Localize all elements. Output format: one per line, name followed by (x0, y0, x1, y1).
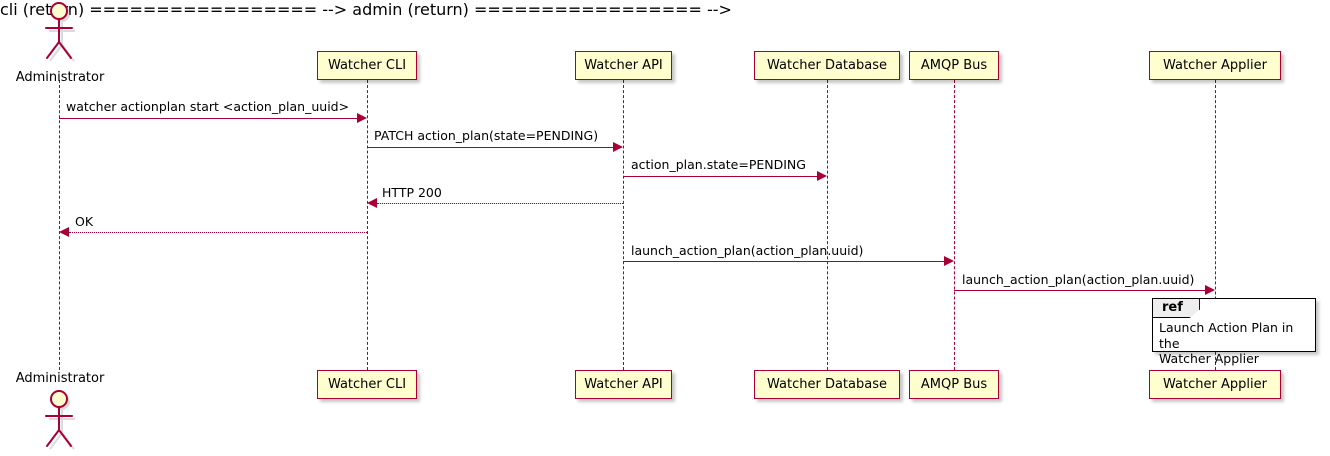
participant-watcher-cli-top[interactable]: Watcher CLI (317, 51, 417, 80)
arrowhead-right-m1 (357, 113, 367, 123)
participant-watcher-database-top[interactable]: Watcher Database (754, 51, 900, 80)
lifeline-watcher-api (623, 80, 624, 370)
participant-watcher-api-top[interactable]: Watcher API (575, 51, 672, 80)
ref-fragment-text: Launch Action Plan in the Watcher Applie… (1159, 320, 1294, 367)
message-line-launch-action-plan-amqp-applier (954, 290, 1205, 291)
participant-watcher-applier-top[interactable]: Watcher Applier (1149, 51, 1281, 80)
arrowhead-right-m2 (613, 142, 623, 152)
message-label-watcher-actionplan-start: watcher actionplan start <action_plan_uu… (66, 99, 350, 114)
message-label-launch-action-plan-api-amqp: launch_action_plan(action_plan.uuid) (631, 243, 864, 258)
participant-watcher-applier-bottom[interactable]: Watcher Applier (1149, 370, 1281, 399)
lifeline-watcher-database (827, 80, 828, 370)
message-label-action-plan-state-pending: action_plan.state=PENDING (631, 157, 806, 172)
arrowhead-right-m3 (817, 171, 827, 181)
lifeline-watcher-cli (367, 80, 368, 370)
lifeline-administrator (59, 80, 60, 370)
lifeline-amqp-bus (954, 80, 955, 370)
message-line-ok (69, 232, 367, 233)
ref-fragment[interactable]: ref Launch Action Plan in the Watcher Ap… (1152, 298, 1316, 366)
message-line-watcher-actionplan-start (59, 118, 357, 119)
actor-label-administrator-top: Administrator (15, 70, 105, 85)
participant-amqp-bus-bottom[interactable]: AMQP Bus (909, 370, 999, 399)
arrowhead-left-m4 (367, 198, 377, 208)
lifeline-watcher-applier (1215, 80, 1216, 370)
participant-watcher-api-bottom[interactable]: Watcher API (575, 370, 672, 399)
actor-administrator-bottom (45, 390, 75, 450)
participant-watcher-database-bottom[interactable]: Watcher Database (754, 370, 900, 399)
message-label-ok: OK (75, 214, 94, 229)
actor-administrator-top (45, 2, 75, 62)
message-line-launch-action-plan-api-amqp (623, 261, 944, 262)
arrowhead-right-m6 (944, 256, 954, 266)
arrowhead-left-m5 (59, 227, 69, 237)
actor-label-administrator-bottom: Administrator (15, 371, 105, 386)
message-line-patch-action-plan (367, 147, 613, 148)
message-label-http-200: HTTP 200 (382, 185, 442, 200)
participant-amqp-bus-top[interactable]: AMQP Bus (909, 51, 999, 80)
message-label-patch-action-plan: PATCH action_plan(state=PENDING) (374, 128, 599, 143)
message-line-http-200 (377, 203, 623, 204)
ref-fragment-tab-label: ref (1153, 299, 1200, 318)
participant-watcher-cli-bottom[interactable]: Watcher CLI (317, 370, 417, 399)
message-line-action-plan-state-pending (623, 176, 817, 177)
arrowhead-right-m7 (1205, 285, 1215, 295)
message-label-launch-action-plan-amqp-applier: launch_action_plan(action_plan.uuid) (962, 272, 1195, 287)
